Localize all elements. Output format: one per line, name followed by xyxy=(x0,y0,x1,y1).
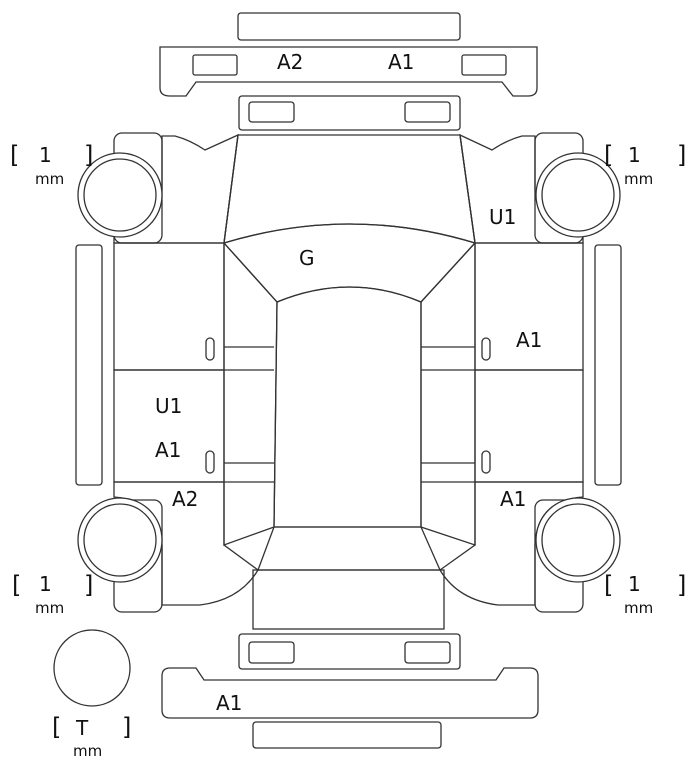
damage-code-rear-bumper: A1 xyxy=(216,691,242,715)
roof[interactable] xyxy=(273,286,422,528)
svg-text:[: [ xyxy=(10,141,19,169)
left-door-sill-rear xyxy=(224,462,274,483)
svg-text:[: [ xyxy=(604,571,613,599)
left-door-sill-front xyxy=(224,346,274,371)
tail-light-right xyxy=(404,641,451,664)
rear-left-wheel[interactable] xyxy=(77,497,163,613)
damage-code-right-front-door: A1 xyxy=(516,328,542,352)
headlight-left xyxy=(248,101,295,123)
trunk-lid[interactable] xyxy=(252,569,445,630)
front-fog-lamp-right xyxy=(461,54,507,76)
spare-tire[interactable] xyxy=(53,629,131,707)
rear-valance[interactable] xyxy=(252,721,442,749)
left-rear-door-handle[interactable] xyxy=(205,450,215,474)
front-left-wheel[interactable] xyxy=(77,132,163,244)
tire-depth-unit: mm xyxy=(624,599,653,617)
right-rear-door-handle[interactable] xyxy=(481,450,491,474)
damage-code-right-front-fender: U1 xyxy=(489,205,516,229)
tire-depth-unit: mm xyxy=(35,170,64,188)
rear-panel[interactable] xyxy=(238,633,461,670)
svg-text:]: ] xyxy=(84,141,93,169)
tire-depth-value: 1 xyxy=(39,143,52,167)
right-rear-door[interactable] xyxy=(474,369,584,483)
tire-depth-front-right: [ 1 ] mm xyxy=(604,141,686,188)
tire-depth-rear-left: [ 1 ] mm xyxy=(12,571,93,617)
headlight-right xyxy=(404,101,451,123)
right-door-sill-front xyxy=(421,346,475,371)
tire-depth-unit: mm xyxy=(73,742,102,760)
right-door-sill-rear xyxy=(421,462,475,483)
svg-text:[: [ xyxy=(12,571,21,599)
rear-right-wheel[interactable] xyxy=(534,497,621,613)
damage-code-front-bumper-right: A1 xyxy=(388,50,414,74)
svg-text:]: ] xyxy=(122,713,131,741)
rear-bumper[interactable] xyxy=(161,667,539,719)
tire-depth-value: 1 xyxy=(628,572,641,596)
right-front-door-handle[interactable] xyxy=(481,337,491,361)
rear-window[interactable] xyxy=(257,526,441,571)
svg-text:]: ] xyxy=(84,571,93,599)
left-front-door-handle[interactable] xyxy=(205,337,215,361)
right-rocker-panel[interactable] xyxy=(594,244,622,486)
damage-code-left-rear-door-upper: U1 xyxy=(155,394,182,418)
damage-code-hood: G xyxy=(299,246,315,270)
svg-text:]: ] xyxy=(677,141,686,169)
windshield[interactable] xyxy=(222,223,477,303)
tire-depth-spare: [ T ] mm xyxy=(52,713,131,760)
left-front-door[interactable] xyxy=(113,242,225,371)
left-a-pillar[interactable] xyxy=(223,134,278,546)
svg-text:[: [ xyxy=(604,141,613,169)
tire-depth-value: T xyxy=(75,716,89,740)
tire-depth-unit: mm xyxy=(35,599,64,617)
right-a-pillar[interactable] xyxy=(420,134,476,546)
svg-text:]: ] xyxy=(677,571,686,599)
front-grille[interactable] xyxy=(237,12,461,41)
damage-code-left-rocker: A2 xyxy=(172,487,198,511)
damage-code-front-bumper-left: A2 xyxy=(277,50,303,74)
left-rear-door[interactable] xyxy=(113,369,225,483)
left-rocker-panel[interactable] xyxy=(75,244,103,486)
front-panel[interactable] xyxy=(238,95,461,131)
tail-light-left xyxy=(248,641,295,664)
hood[interactable] xyxy=(223,134,476,244)
front-fog-lamp-left xyxy=(192,54,238,76)
tire-depth-value: 1 xyxy=(39,572,52,596)
front-right-wheel[interactable] xyxy=(534,132,621,244)
front-bumper[interactable] xyxy=(159,46,538,97)
tire-depth-rear-right: [ 1 ] mm xyxy=(604,571,686,617)
damage-code-left-rear-door-lower: A1 xyxy=(155,438,181,462)
tire-depth-unit: mm xyxy=(624,170,653,188)
tire-depth-front-left: [ 1 ] mm xyxy=(10,141,93,188)
damage-code-right-rocker: A1 xyxy=(500,487,526,511)
tire-depth-value: 1 xyxy=(628,143,641,167)
svg-text:[: [ xyxy=(52,713,61,741)
